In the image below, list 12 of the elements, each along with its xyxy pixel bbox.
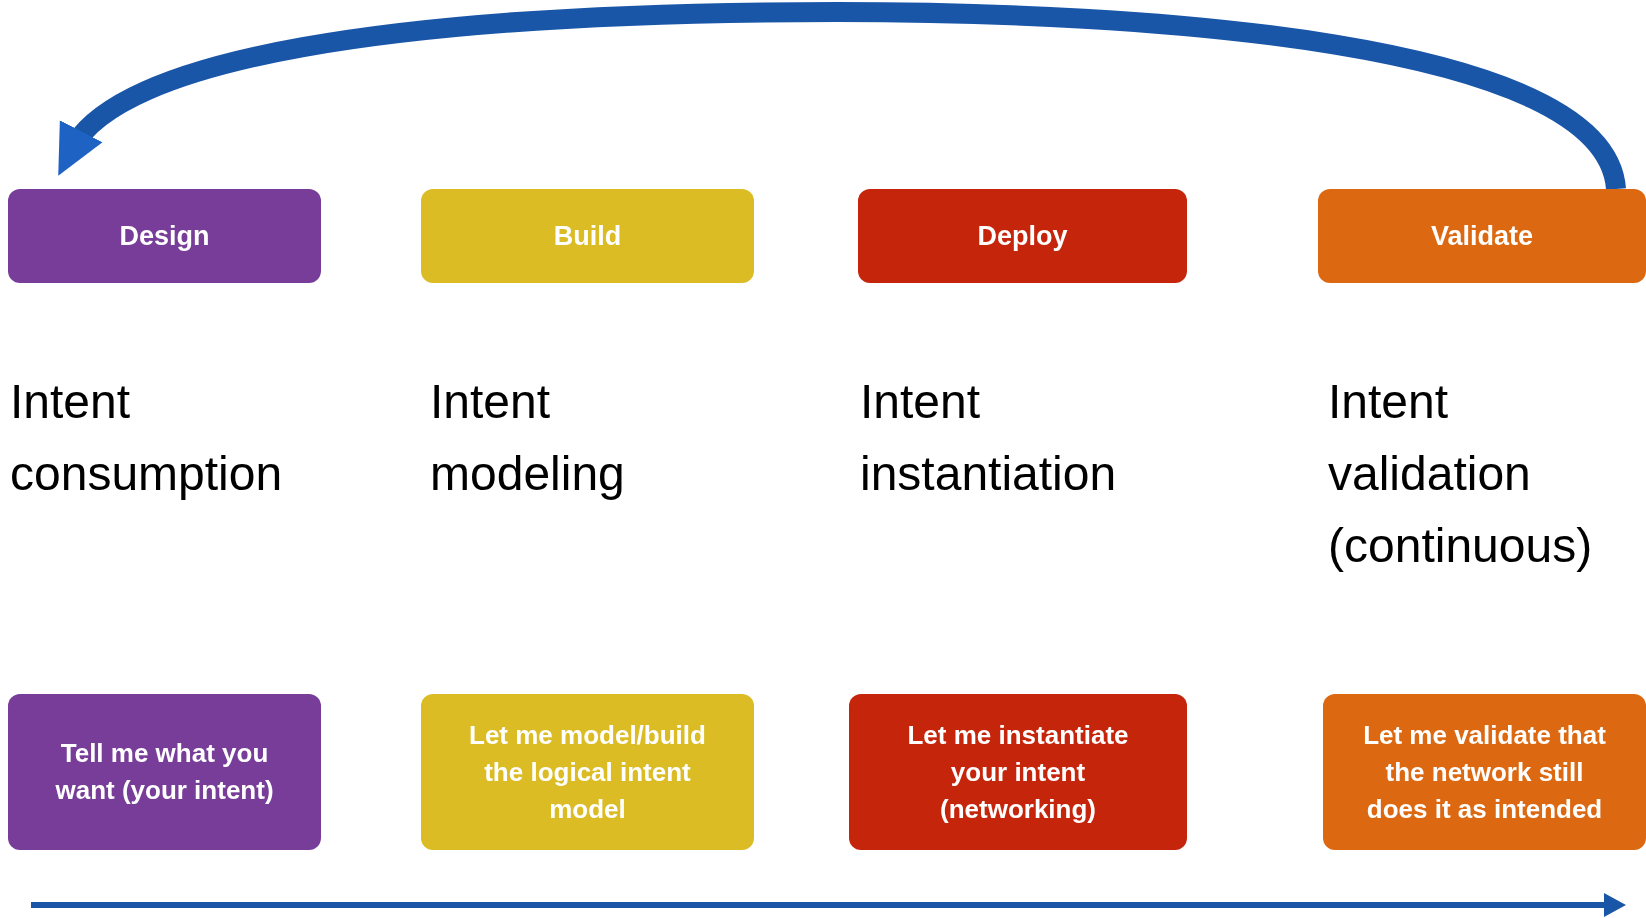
description-box: Let me instantiate your intent (networking) [849,694,1187,850]
stage-box: Deploy [858,189,1187,283]
stage-box: Validate [1318,189,1646,283]
description-box: Let me model/build the logical intent model [421,694,754,850]
phase-label: Intent modeling [430,374,626,502]
description-box: Tell me what you want (your intent) [8,694,321,850]
stage-box: Build [421,189,754,283]
description-box: Let me validate that the network still does it as intended [1323,694,1646,850]
phase-label: Intent validation (continuous) [1328,374,1594,574]
phase-label: Intent consumption [10,374,284,502]
stage-box: Design [8,189,321,283]
phase-label: Intent instantiation [860,374,1118,502]
